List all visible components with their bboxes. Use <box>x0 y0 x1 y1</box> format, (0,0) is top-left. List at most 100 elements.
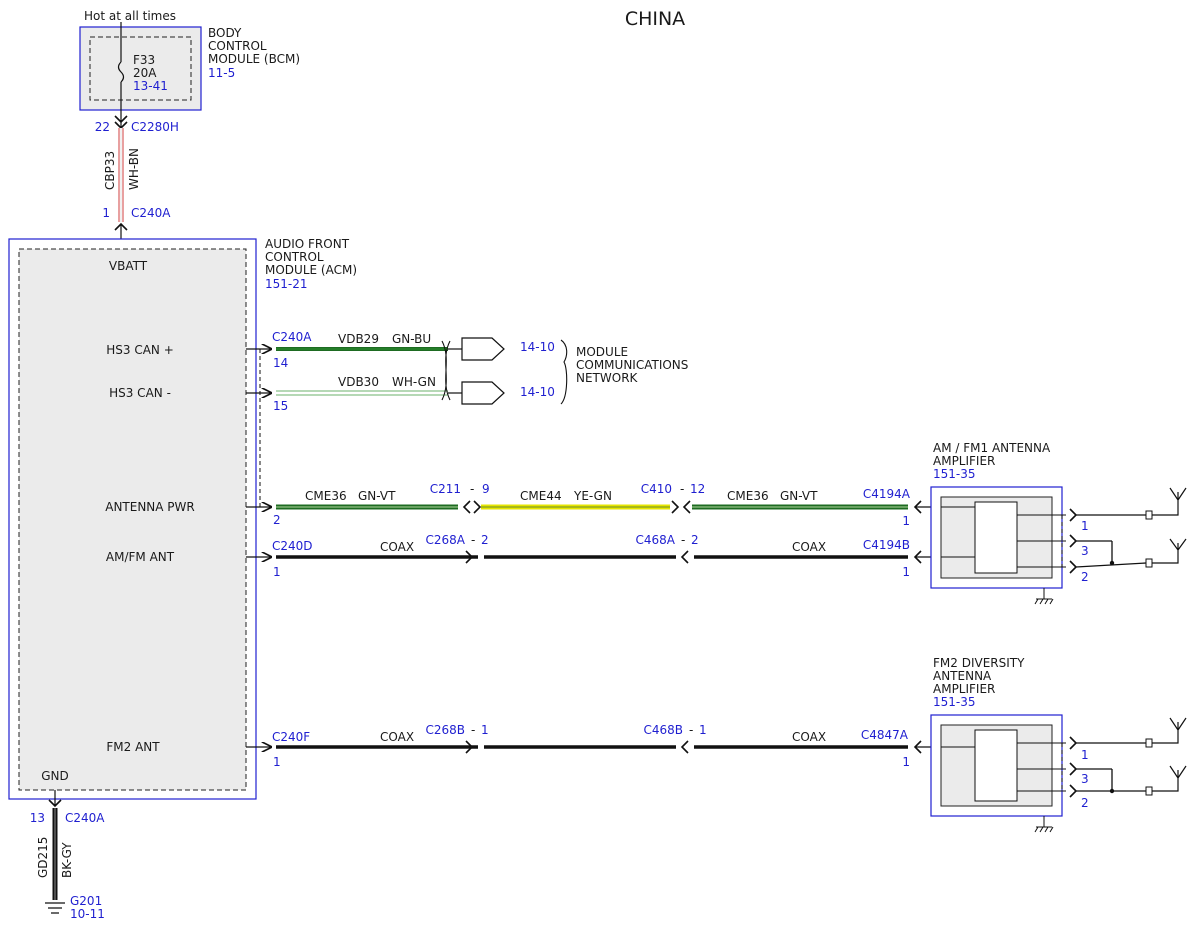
connector-c211-icon <box>462 500 471 514</box>
amp2-name-3: AMPLIFIER <box>933 682 995 696</box>
amfm-seg1-label: COAX <box>380 540 414 554</box>
ground-pin: 13 <box>30 811 45 825</box>
antenna-icon-3 <box>1152 717 1187 744</box>
feed-color: WH-BN <box>127 148 141 190</box>
ground-ref[interactable]: 10-11 <box>70 907 105 921</box>
feed-circuit: CBP33 <box>103 151 117 190</box>
connector-c468a-icon <box>680 550 689 564</box>
bcm-name-2: CONTROL <box>208 39 267 53</box>
amp1-module[interactable] <box>930 486 1063 589</box>
ground-color: BK-GY <box>60 842 74 878</box>
acm-name-3: MODULE (ACM) <box>265 263 357 277</box>
acm-module[interactable] <box>8 238 257 800</box>
amp2-ant2-terminal-icon <box>1145 786 1153 796</box>
amp2-ref: 151-35 <box>933 695 976 709</box>
fm2-start-pin: 1 <box>273 755 281 769</box>
c211-name: C211 <box>430 482 461 496</box>
c410-name: C410 <box>641 482 672 496</box>
bcm-name-3: MODULE (BCM) <box>208 52 300 66</box>
amp2-chassis-ground-icon <box>1034 826 1054 833</box>
connector-c240a-gnd-icon <box>48 799 62 808</box>
c468a-pin: 2 <box>691 533 699 547</box>
hot-at-all-times-label: Hot at all times <box>84 9 176 23</box>
amp2-name-2: ANTENNA <box>933 669 992 683</box>
bcm-module[interactable] <box>79 26 202 111</box>
amp1-chassis-ground-icon <box>1034 598 1054 605</box>
amp1-ant2-terminal-icon <box>1145 558 1153 568</box>
amp2-ant1-terminal-icon <box>1145 738 1153 748</box>
c4194b-pin: 1 <box>902 565 910 579</box>
pin-antenna-pwr: ANTENNA PWR <box>105 500 195 514</box>
seg3-color: GN-VT <box>780 489 818 503</box>
c4847a-name: C4847A <box>861 728 909 742</box>
fuse-icon <box>117 61 125 83</box>
can-plus-ref[interactable]: 14-10 <box>520 340 555 354</box>
amp1-pin2-connector-icon <box>1069 560 1078 574</box>
pin-gnd: GND <box>41 769 69 783</box>
amp1-splice-dot <box>1109 560 1115 566</box>
pin-can-minus: HS3 CAN - <box>109 386 171 400</box>
amp2-pin3-connector-icon <box>1069 762 1078 776</box>
acm-name-2: CONTROL <box>265 250 324 264</box>
network-name-2: COMMUNICATIONS <box>576 358 688 372</box>
fuse-id: F33 <box>133 53 155 67</box>
c4194a-name: C4194A <box>863 487 911 501</box>
twisted-pair-icon <box>441 340 451 401</box>
connector-c410-icon-b <box>682 500 691 514</box>
wire-cbp33[interactable] <box>118 128 124 222</box>
amp1-pin3-connector-icon <box>1069 534 1078 548</box>
c268a-pin: 2 <box>481 533 489 547</box>
can-plus-color: GN-BU <box>392 332 431 346</box>
bcm-ref: 11-5 <box>208 66 235 80</box>
seg1-circuit: CME36 <box>305 489 347 503</box>
c268a-sep: - <box>471 533 475 547</box>
connector-c268a-icon <box>465 550 474 564</box>
c468b-name: C468B <box>643 723 683 737</box>
pin-fm2-ant: FM2 ANT <box>106 740 160 754</box>
can-minus-color: WH-GN <box>392 375 436 389</box>
ground-connector: C240A <box>65 811 105 825</box>
network-brace-icon <box>560 339 568 405</box>
feed-top-connector: C2280H <box>131 120 179 134</box>
pin-vbatt: VBATT <box>109 259 148 273</box>
ground-symbol-icon <box>45 902 65 914</box>
page-title: CHINA <box>625 8 685 30</box>
amp1-ref: 151-35 <box>933 467 976 481</box>
c468a-sep: - <box>681 533 685 547</box>
seg3-circuit: CME36 <box>727 489 769 503</box>
can-connector-label: C240A <box>272 330 312 344</box>
connector-c410-icon <box>671 500 680 514</box>
fuse-ref: 13-41 <box>133 79 168 93</box>
amp1-pin1-connector-icon <box>1069 508 1078 522</box>
c468b-pin: 1 <box>699 723 707 737</box>
antenna-icon-2 <box>1152 538 1187 564</box>
amp2-internal-out <box>1017 742 1066 792</box>
ground-point: G201 <box>70 894 102 908</box>
amp1-internal-out <box>1017 514 1066 568</box>
c468a-name: C468A <box>636 533 676 547</box>
fm2-seg3-label: COAX <box>792 730 826 744</box>
amp2-pin2-connector-icon <box>1069 784 1078 798</box>
amp2-module[interactable] <box>930 714 1063 817</box>
can-minus-circuit: VDB30 <box>338 375 379 389</box>
c211-sep: - <box>470 482 474 496</box>
amfm-start-pin: 1 <box>273 565 281 579</box>
c268b-name: C268B <box>425 723 465 737</box>
can-minus-offpage-connector-icon[interactable] <box>461 381 505 405</box>
can-plus-pin: 14 <box>273 356 288 370</box>
c410-sep: - <box>680 482 684 496</box>
amp1-pin-3: 3 <box>1081 544 1089 558</box>
network-name-3: NETWORK <box>576 371 639 385</box>
connector-c2280h-icon <box>114 115 128 124</box>
amp1-name-1: AM / FM1 ANTENNA <box>933 441 1051 455</box>
amp1-ant1-terminal-icon <box>1145 510 1153 520</box>
can-plus-offpage-connector-icon[interactable] <box>461 337 505 361</box>
c268b-pin: 1 <box>481 723 489 737</box>
c268a-name: C268A <box>426 533 466 547</box>
can-minus-ref[interactable]: 14-10 <box>520 385 555 399</box>
seg2-circuit: CME44 <box>520 489 562 503</box>
amp1-ant2-wire[interactable] <box>1075 562 1147 568</box>
wire-vdb30[interactable] <box>276 390 448 396</box>
pin-can-plus: HS3 CAN + <box>106 343 174 357</box>
